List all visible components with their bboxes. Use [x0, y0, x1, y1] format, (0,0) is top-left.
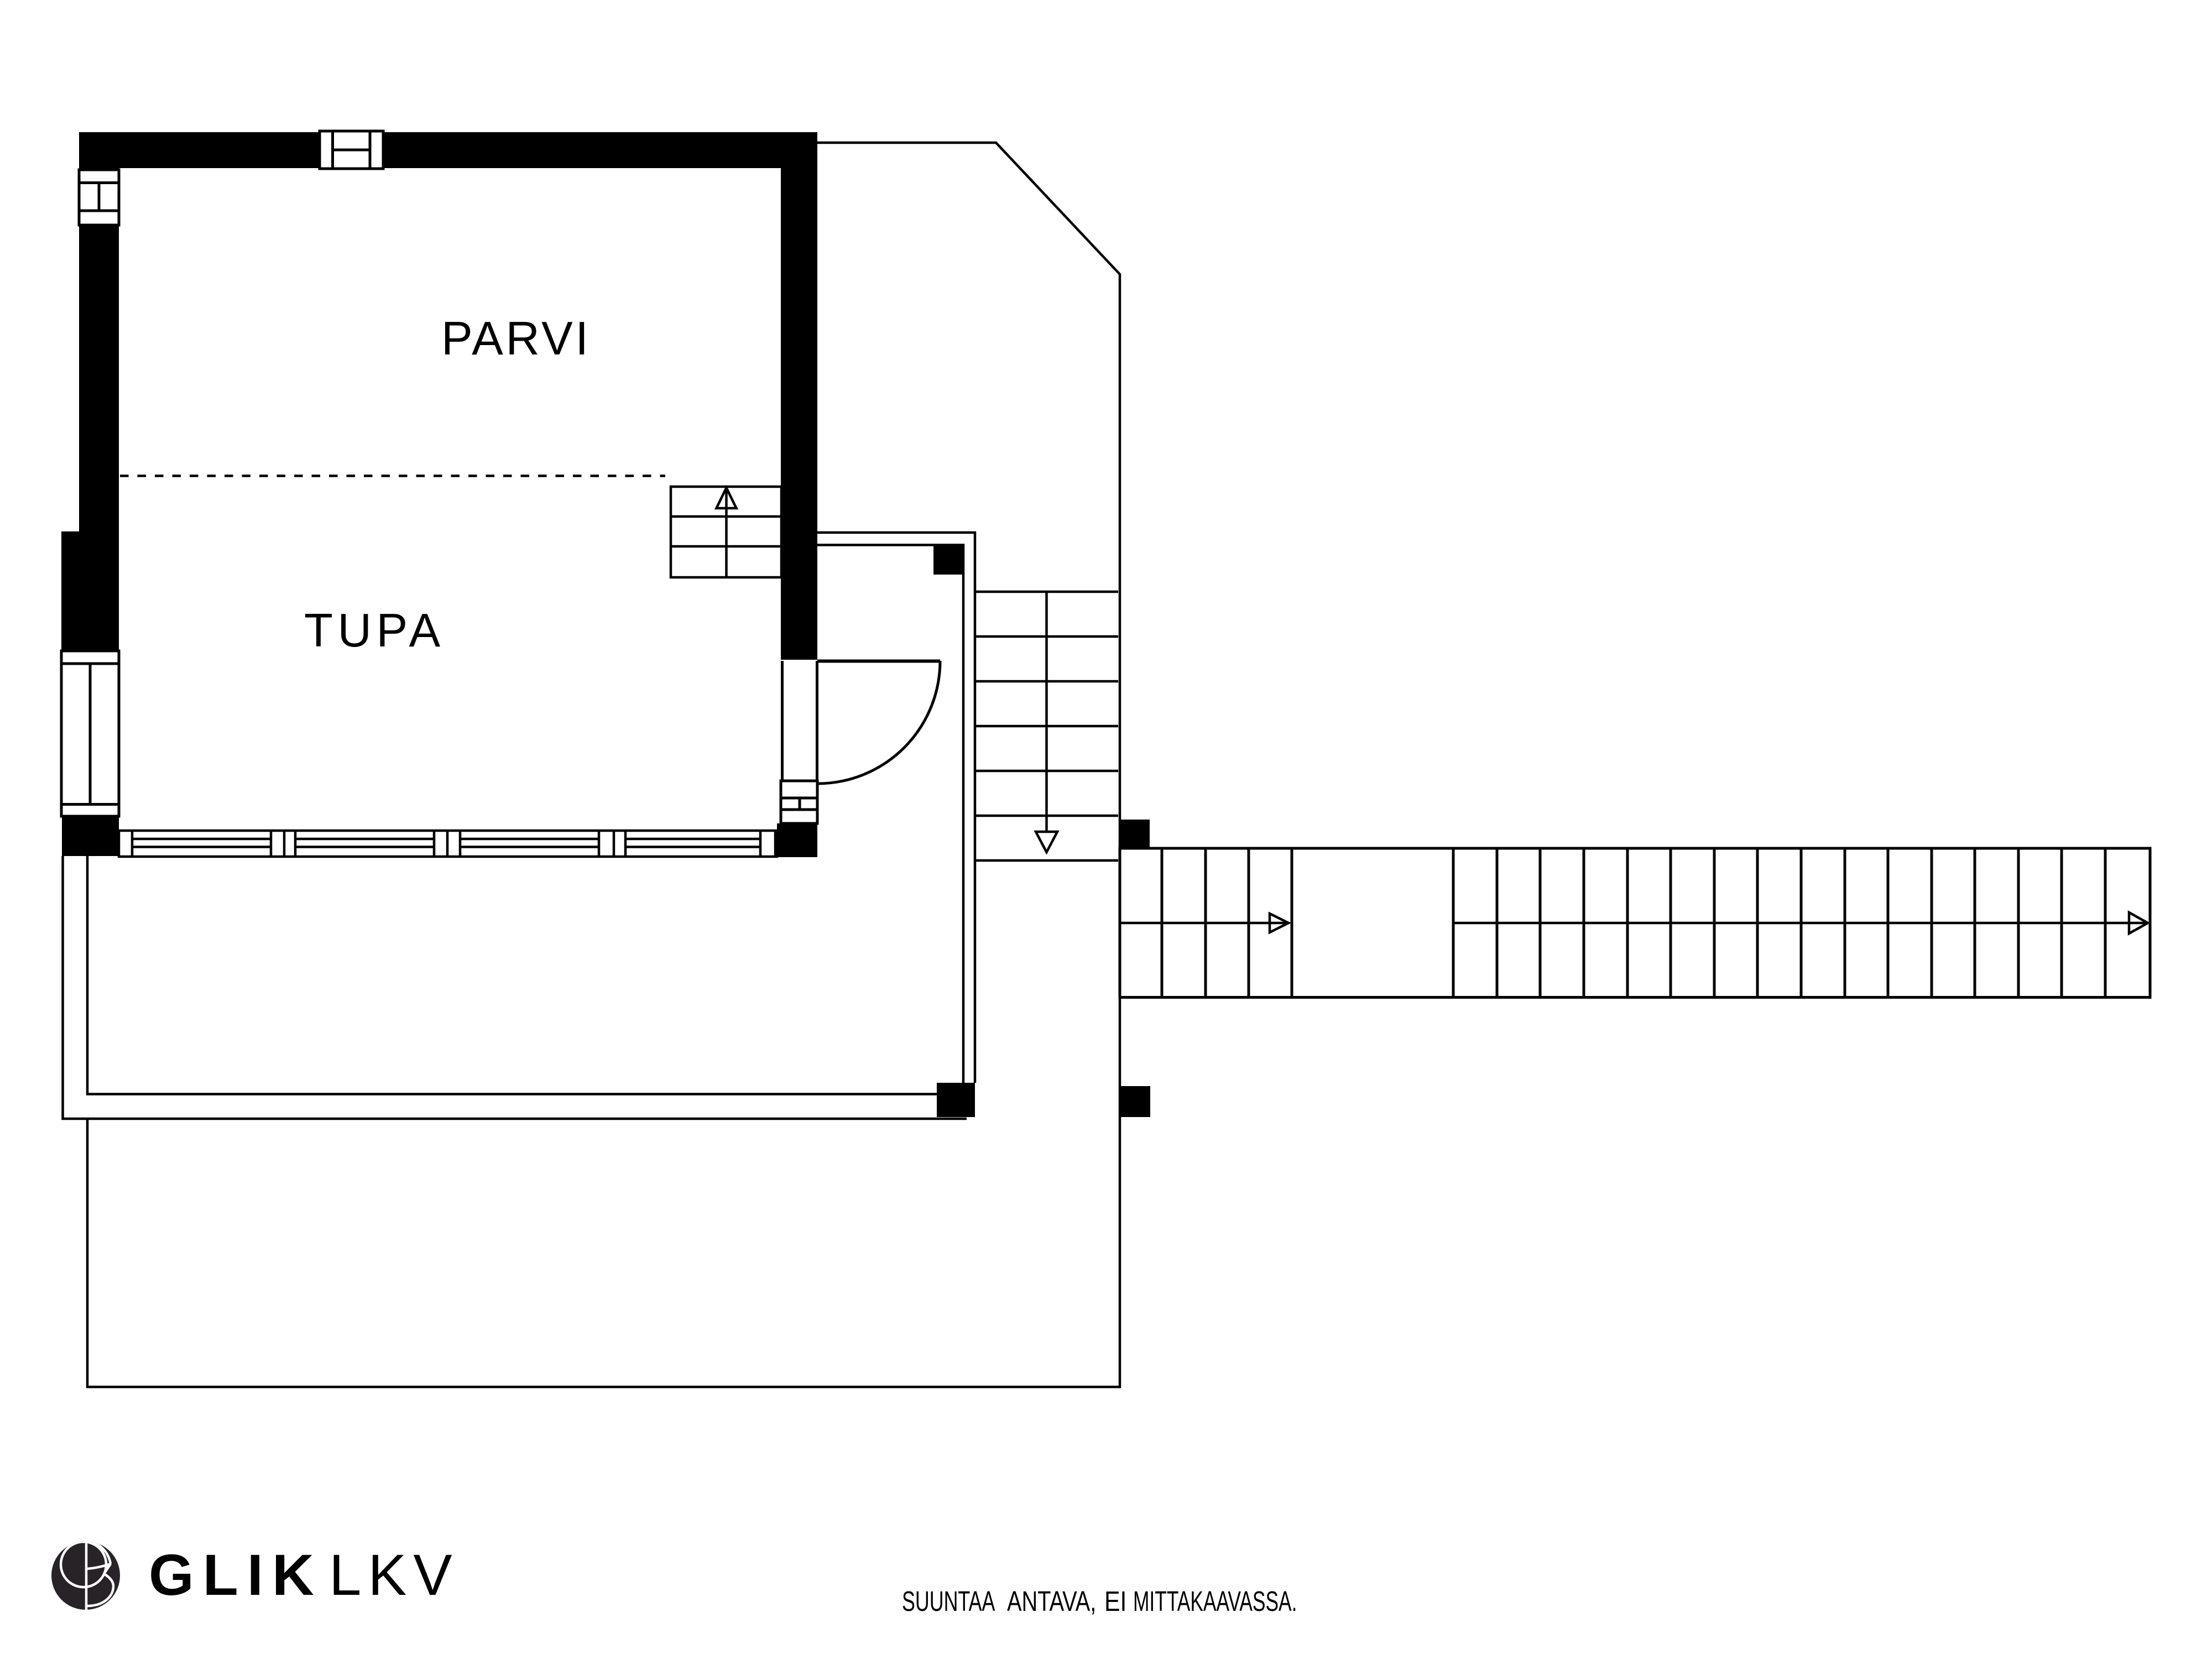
svg-text:ANTAVA,: ANTAVA,	[1007, 1585, 1096, 1617]
svg-text:LKV: LKV	[329, 1543, 458, 1608]
svg-text:GLIK: GLIK	[149, 1543, 323, 1608]
svg-text:PARVI: PARVI	[441, 312, 591, 365]
svg-text:SUUNTAA: SUUNTAA	[902, 1586, 995, 1618]
svg-text:TUPA: TUPA	[304, 604, 445, 657]
svg-text:MITTAKAAVASSA.: MITTAKAAVASSA.	[1133, 1586, 1297, 1618]
svg-text:EI: EI	[1104, 1585, 1126, 1616]
